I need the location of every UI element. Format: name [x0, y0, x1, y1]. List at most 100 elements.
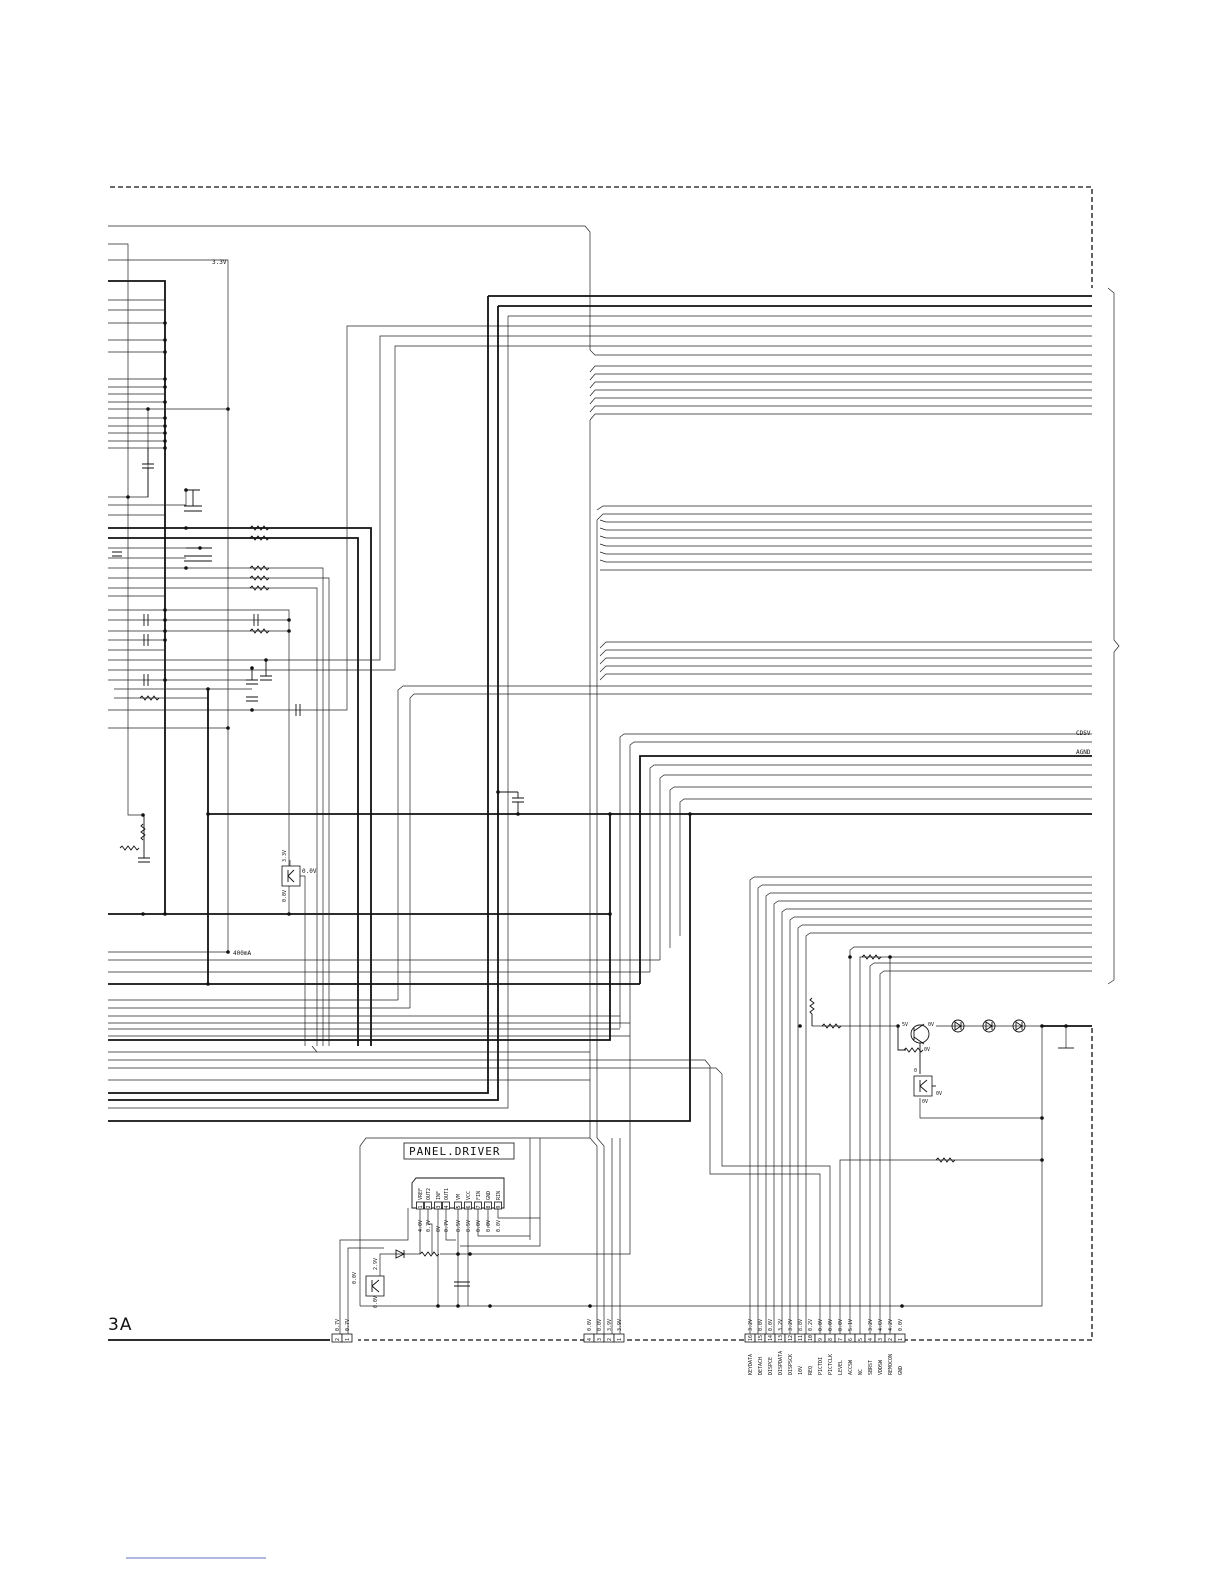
- pd-pin-name: INF: [436, 1191, 442, 1200]
- capacitors: [112, 448, 524, 1287]
- line-group-c: [397, 641, 1092, 1008]
- connector-pin-voltage: 0.0V: [818, 1319, 824, 1331]
- line-group-b: [596, 505, 1092, 1046]
- connector-pin-number: 12: [788, 1335, 794, 1341]
- pd-pin-box: [416, 1201, 424, 1210]
- connector-pin-signal: PICTDI: [818, 1357, 824, 1375]
- reg-gnd-voltage: 0.0V: [282, 890, 288, 902]
- connector-pin-signal: DETACH: [758, 1357, 764, 1375]
- net-label-3v3: 3.3V: [212, 259, 227, 266]
- connector-pin-voltage: 3.2V: [788, 1319, 794, 1331]
- connector-pin-signal: GND: [898, 1366, 904, 1375]
- connector-pin-voltage: 0.2V: [808, 1319, 814, 1331]
- connector-pin-voltage: 3.2V: [778, 1319, 784, 1331]
- pd-pin-number: 3: [436, 1205, 442, 1208]
- pd-pin-voltage: 0.0V: [496, 1220, 502, 1232]
- connector-pin-signal: PICTCLK: [828, 1354, 834, 1375]
- net-label-cdsv: CDSV: [1076, 730, 1091, 737]
- line-group-d: [108, 733, 1092, 1122]
- connector-pin-number: 15: [758, 1335, 764, 1341]
- connector-pin-voltage: 4.6V: [878, 1319, 884, 1331]
- connector-pin-number: 6: [848, 1338, 854, 1341]
- pd-pin-box: [464, 1201, 472, 1210]
- resistors: [119, 525, 956, 1257]
- pd-pin-name: OUT2: [426, 1188, 432, 1200]
- connector-pin-voltage: 0.7V: [345, 1319, 351, 1331]
- panel-driver-ic: [403, 1142, 540, 1306]
- connector-pin-voltage: 8.8V: [798, 1319, 804, 1331]
- pd-pin-number: 2: [426, 1205, 432, 1208]
- connector-pin-signal: NC: [858, 1369, 864, 1375]
- pd-pin-name: VREF: [418, 1188, 424, 1200]
- mid-connector-lines: [490, 1036, 631, 1340]
- pd-pin-number: 7: [476, 1205, 482, 1208]
- connector-pin-voltage: 0.0V: [597, 1319, 603, 1331]
- pd-pin-name: VM: [456, 1194, 462, 1200]
- connector-pin-signal: DISPDATA: [778, 1351, 784, 1375]
- line-group-a: [589, 365, 1092, 1138]
- lower-left-lines: [108, 688, 831, 1340]
- pd-pin-box: [474, 1201, 482, 1210]
- led-driver-block: [360, 1023, 1092, 1307]
- pd-pin-voltage: 0.7V: [426, 1220, 432, 1232]
- pd-pin-name: GND: [486, 1191, 492, 1200]
- net-label-400ma: 400mA: [233, 950, 251, 957]
- connector-pin-signal: VDDSW: [878, 1359, 884, 1375]
- pd-pin-number: 1: [418, 1205, 424, 1208]
- connector-pin-voltage: 0.0V: [828, 1319, 834, 1331]
- connector-pin-voltage: 3.2V: [748, 1319, 754, 1331]
- connector-pin-voltage: 0.0V: [898, 1319, 904, 1331]
- connector-pin-number: 4: [587, 1338, 593, 1341]
- connector-pin-number: 7: [838, 1338, 844, 1341]
- connector-pin-number: 16: [748, 1335, 754, 1341]
- junctions: [126, 321, 1068, 1308]
- tr-left-voltage-a: 0.0V: [352, 1272, 358, 1284]
- connector-pin-voltage: 3.2V: [868, 1319, 874, 1331]
- pd-pin-box: [454, 1201, 462, 1210]
- connector-pin-box: [894, 1333, 906, 1343]
- connector-pin-signal: DISPSCK: [788, 1354, 794, 1375]
- q2-pin-b: 0V: [936, 1091, 942, 1097]
- connector-right: 163.2VKEYDATA150.0VDETACH140.0VDISPCE133…: [744, 1319, 906, 1375]
- pd-pin-voltage: 8.5V: [456, 1220, 462, 1232]
- connector-pin-number: 9: [818, 1338, 824, 1341]
- connector-pin-number: 13: [778, 1335, 784, 1341]
- pd-pin-number: 8: [486, 1205, 492, 1208]
- q-base-voltage: 5V: [902, 1022, 908, 1028]
- connector-pin-number: 11: [798, 1335, 804, 1341]
- net-label-agnd: AGND: [1076, 749, 1091, 756]
- connector-pin-number: 14: [768, 1335, 774, 1341]
- pd-pin-voltage: 0.0V: [476, 1220, 482, 1232]
- q2-pin-c: 0V: [922, 1099, 928, 1105]
- pd-pin-voltage: 0V: [436, 1226, 442, 1232]
- connector-pin-signal: LEVEL: [838, 1360, 844, 1375]
- pd-pin-box: [442, 1201, 450, 1210]
- connector-pin-signal: DISPCE: [768, 1357, 774, 1375]
- tr-left-voltage-b: 2.9V: [373, 1258, 379, 1270]
- connector-pin-box: [341, 1333, 353, 1343]
- connector-pin-voltage: 3.9V: [617, 1319, 623, 1331]
- pd-pin-number: 5: [456, 1205, 462, 1208]
- pd-pin-number: 9: [496, 1205, 502, 1208]
- connector-pin-voltage: 0.0V: [758, 1319, 764, 1331]
- connector-pin-voltage: 0.0V: [587, 1319, 593, 1331]
- led-array: [951, 1019, 1026, 1033]
- connector-brace: [1107, 287, 1120, 985]
- regulator-33v: [281, 860, 306, 1046]
- connector-pin-number: 1: [617, 1338, 623, 1341]
- connector-pin-number: 3: [878, 1338, 884, 1341]
- reg-output-voltage: 0.0V: [302, 868, 317, 875]
- pd-pin-box: [494, 1201, 502, 1210]
- reg-input-voltage: 3.3V: [282, 850, 288, 862]
- pd-pin-name: OUT1: [444, 1188, 450, 1200]
- pd-pin-name: VCC: [466, 1191, 472, 1200]
- left-bus: [108, 243, 610, 952]
- connector-pin-signal: ACCSW: [848, 1359, 854, 1375]
- pd-pin-voltage: 0.0V: [486, 1220, 492, 1232]
- q-emitter-voltage: 0V: [928, 1022, 934, 1028]
- pd-pin-number: 6: [466, 1205, 472, 1208]
- connector-pin-voltage: 3.9V: [607, 1319, 613, 1331]
